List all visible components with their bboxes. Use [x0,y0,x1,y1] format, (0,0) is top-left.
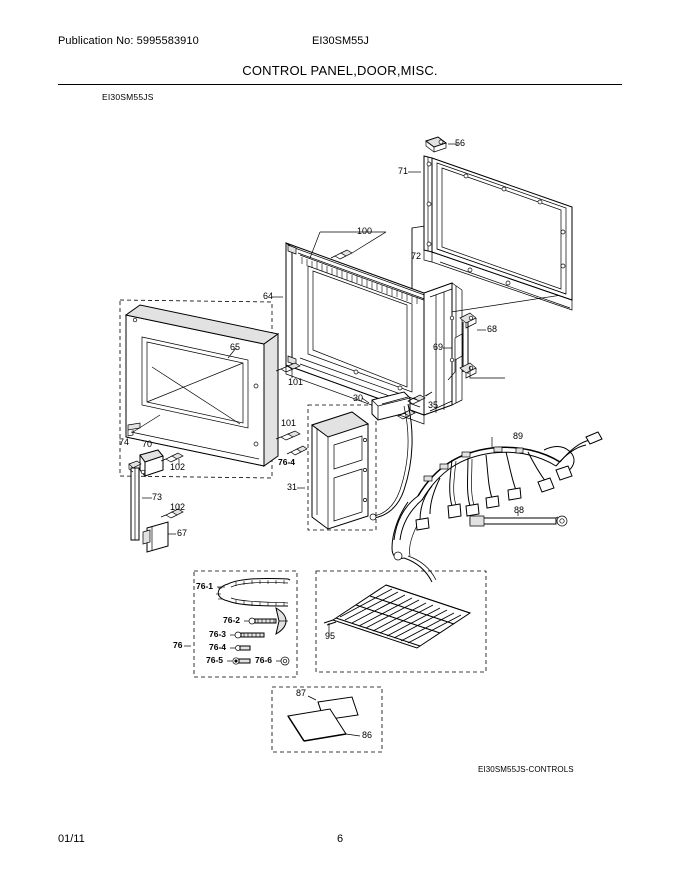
part-95-rack [315,570,487,673]
callout-30: 30 [353,393,364,403]
callout-101-lower: 101 [281,418,297,428]
callout-56: 56 [455,138,466,148]
callout-100: 100 [357,226,373,236]
callout-95: 95 [325,631,336,641]
model-number-header: EI30SM55J [312,35,369,47]
footer-page-number: 6 [336,833,344,845]
callout-64: 64 [263,291,274,301]
callout-67: 67 [177,528,188,538]
callout-87: 87 [296,688,307,698]
part-102-screw-lower [160,504,184,519]
part-31-control-panel [297,404,377,531]
part-65-outer-door-panel-group [119,299,280,479]
part-88-cable [469,512,568,527]
parts-86-87-cover-plates [271,686,383,753]
part-102-screw-upper [160,452,184,465]
callout-86: 86 [362,730,373,740]
part-76-4-screw-lead [286,445,308,456]
callout-35: 35 [428,400,439,410]
callout-72: 72 [411,251,422,261]
footer-date: 01/11 [58,833,85,845]
callout-101-upper: 101 [288,377,304,387]
callout-69: 69 [433,342,444,352]
part-56-door-latch-clip [424,136,458,153]
callout-76-4-lead: 76-4 [278,457,296,467]
part-76-hardware-kit-box [184,570,298,678]
sub-model-label: EI30SM55JS [102,92,154,102]
callout-31: 31 [287,482,298,492]
part-76-5-screw [227,657,251,665]
callout-65: 65 [230,342,241,352]
part-101-screw-upper [275,362,301,373]
callout-74: 74 [119,437,130,447]
part-69-hinge-bracket [443,333,505,381]
callout-76-4: 76-4 [209,642,227,652]
part-73-door-handle [128,460,152,541]
callout-76-3: 76-3 [209,629,227,639]
callout-88: 88 [514,505,525,515]
part-100-screw [309,231,387,260]
callout-76: 76 [173,640,183,650]
part-68-hinge-assembly [459,312,486,379]
part-76-4-screw [230,645,251,651]
part-30-bracket [361,391,411,421]
part-89-wiring-harness [391,431,603,583]
part-70-handle-bracket [139,449,164,478]
part-71-door-frame [408,155,573,311]
sheet-title: CONTROL PANEL,DOOR,MISC. [242,63,438,78]
callout-102-upper: 102 [170,462,186,472]
callout-76-5: 76-5 [206,655,224,665]
callout-89: 89 [513,431,524,441]
part-74-clip [127,414,161,437]
part-76-3-screw [230,631,265,639]
header-divider-rule [58,84,622,85]
publication-number: Publication No: 5995583910 [58,35,199,47]
part-35-screws-and-cable [369,391,433,521]
callout-102-lower: 102 [170,502,186,512]
part-64-inner-door-assembly [272,242,463,425]
callout-76-2: 76-2 [223,615,241,625]
part-67-latch-block [142,521,176,553]
part-101-screw-lower [275,430,301,441]
figure-code: EI30SM55JS-CONTROLS [478,765,574,774]
part-76-2-bolt [244,606,288,636]
callout-76-1: 76-1 [196,581,214,591]
callout-76-6: 76-6 [255,655,273,665]
callout-71: 71 [398,166,409,176]
callout-70: 70 [142,439,153,449]
callout-73: 73 [152,492,163,502]
callout-68: 68 [487,324,498,334]
part-76-6-washer [276,656,290,666]
part-76-1-gasket [216,578,291,607]
